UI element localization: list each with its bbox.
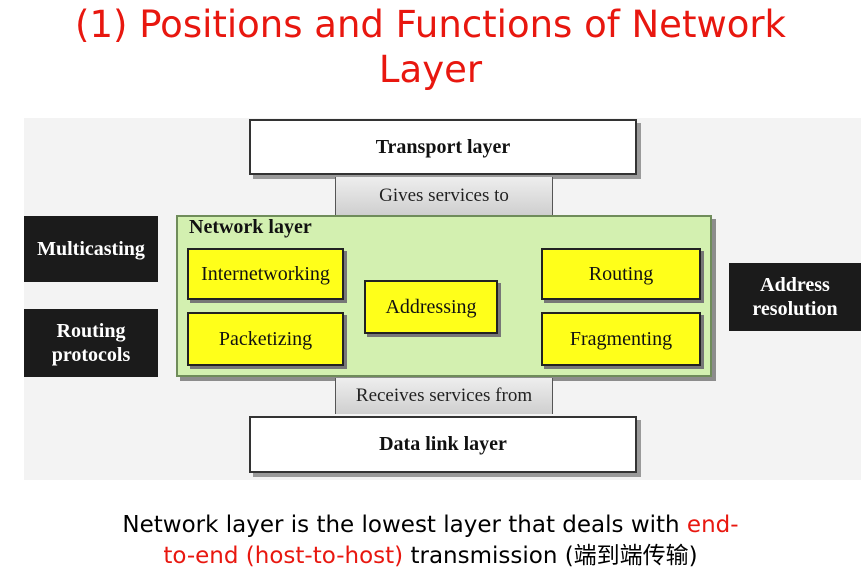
addressing-box: Addressing	[364, 280, 498, 334]
address-resolution-line-2: resolution	[752, 298, 838, 320]
slide-title-line-2: Layer	[378, 48, 483, 91]
caption-highlight-2: to-end (host-to-host)	[163, 543, 404, 569]
caption-line-1: Network layer is the lowest layer that d…	[0, 510, 861, 541]
routing-protocols-line-1: Routing	[56, 320, 126, 342]
caption-text-1: Network layer is the lowest layer that d…	[122, 512, 687, 538]
slide-title-line-1: (1) Positions and Functions of Network	[75, 3, 786, 46]
address-resolution-line-1: Address	[760, 274, 830, 296]
routing-box: Routing	[541, 248, 701, 300]
caption-line-2: to-end (host-to-host) transmission (端到端传…	[0, 541, 861, 572]
receives-services-connector: Receives services from	[335, 378, 553, 414]
transport-layer-box: Transport layer	[249, 119, 637, 175]
routing-protocols-line-2: protocols	[51, 344, 131, 366]
caption-highlight-1: end-	[686, 512, 739, 538]
data-link-layer-box: Data link layer	[249, 416, 637, 473]
internetworking-box: Internetworking	[187, 248, 344, 300]
caption: Network layer is the lowest layer that d…	[0, 510, 861, 572]
fragmenting-box: Fragmenting	[541, 312, 701, 366]
multicasting-label: Multicasting	[24, 216, 158, 282]
packetizing-box: Packetizing	[187, 312, 344, 366]
gives-services-connector: Gives services to	[335, 177, 553, 215]
routing-protocols-label: Routing protocols	[24, 309, 158, 377]
caption-text-2: transmission (端到端传输)	[403, 543, 698, 569]
address-resolution-label: Address resolution	[729, 263, 861, 331]
network-layer-title: Network layer	[189, 216, 312, 238]
slide-title: (1) Positions and Functions of Network L…	[0, 2, 861, 92]
